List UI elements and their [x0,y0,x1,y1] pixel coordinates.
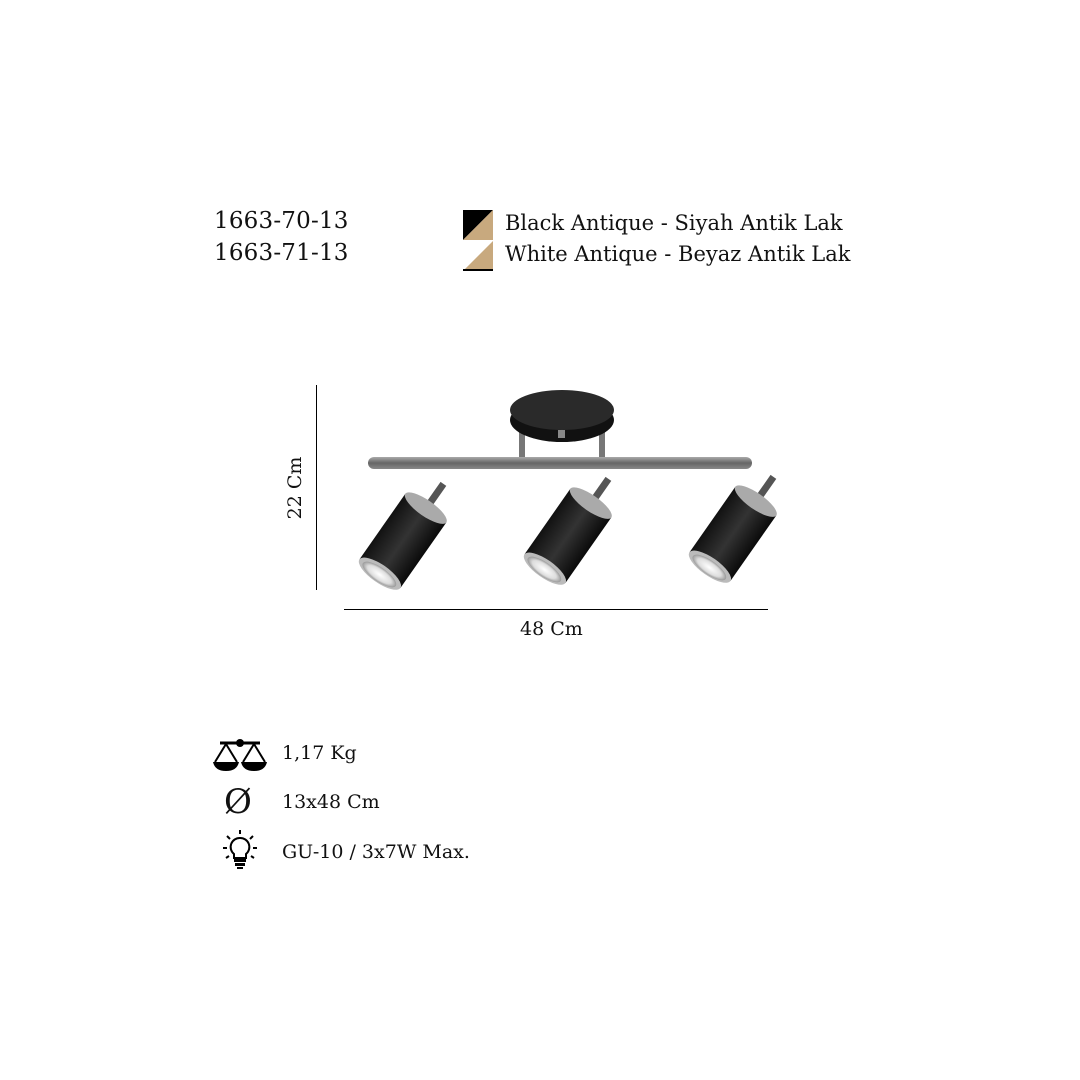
scale-icon [213,739,267,771]
size-value: 13x48 Cm [282,791,380,813]
weight-value: 1,17 Kg [282,742,357,764]
bulb-spec-value: GU-10 / 3x7W Max. [282,841,470,863]
variant-finish-2: White Antique - Beyaz Antik Lak [505,242,851,266]
variant-code-2: 1663-71-13 [214,240,349,266]
variant-finish-1: Black Antique - Siyah Antik Lak [505,211,843,235]
height-dimension-line [316,385,317,590]
white-antique-swatch [463,241,493,271]
black-antique-swatch [463,210,493,240]
bulb-icon [223,830,257,869]
width-dimension-label: 48 Cm [520,618,583,640]
width-dimension-line [344,609,768,610]
diameter-icon: Ø [224,782,252,822]
height-dimension-label: 22 Cm [284,456,306,520]
variant-code-1: 1663-70-13 [214,208,349,234]
product-image-spotlight-bar [358,390,777,590]
